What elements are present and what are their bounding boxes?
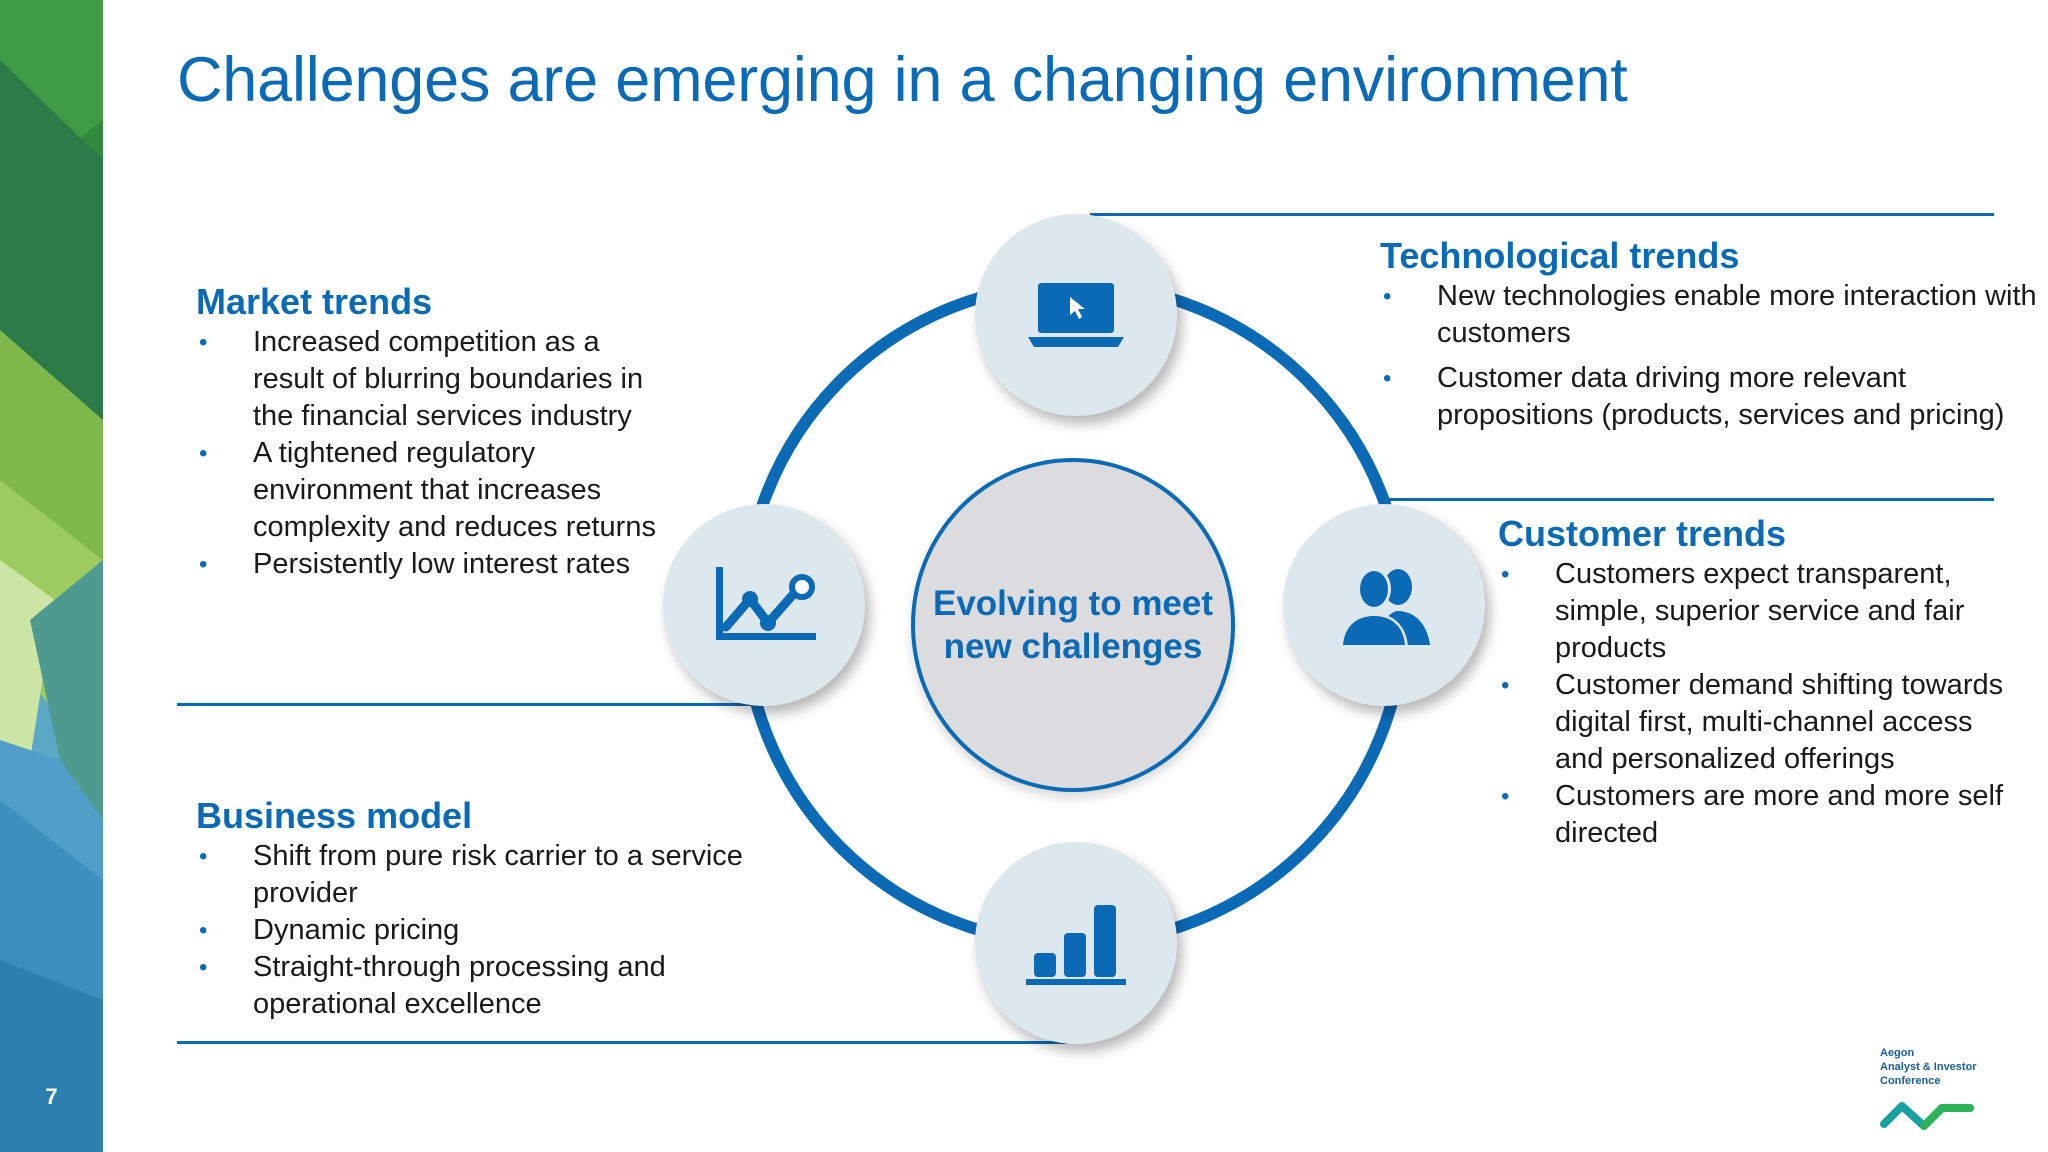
page-title: Challenges are emerging in a changing en… [177,45,1628,115]
technological-trends-list: New technologies enable more interaction… [1380,278,2040,434]
technological-trends-heading: Technological trends [1380,235,1740,276]
list-item: Customers expect transparent, simple, su… [1498,556,2018,667]
list-item: New technologies enable more interaction… [1380,278,2040,352]
node-technology [975,214,1177,416]
decorative-side-strip [0,0,103,1152]
list-item: Increased competition as a result of blu… [196,324,666,435]
list-item: A tightened regulatory environment that … [196,435,666,546]
center-circle: Evolving to meet new challenges [911,458,1235,792]
center-label: Evolving to meet new challenges [932,584,1214,666]
slide-number: 7 [45,1084,58,1109]
business-model-heading: Business model [196,795,473,836]
customer-trends-section: Customer trends Customers expect transpa… [1498,512,2018,852]
divider-market-bottom [177,703,757,706]
market-trends-heading: Market trends [196,281,433,322]
laptop-icon [1028,279,1124,351]
divider-technological-top [1090,213,1994,216]
market-trends-section: Market trends Increased competition as a… [196,280,666,583]
business-model-list: Shift from pure risk carrier to a servic… [196,838,796,1023]
node-customer [1283,504,1485,706]
list-item: Customers are more and more self directe… [1498,778,2018,852]
wave-logo-icon [1880,1102,1974,1130]
list-item: Customer data driving more relevant prop… [1380,360,2040,434]
list-item: Shift from pure risk carrier to a servic… [196,838,796,912]
technological-trends-section: Technological trends New technologies en… [1380,234,2040,442]
customer-trends-heading: Customer trends [1498,513,1787,554]
divider-business-bottom [177,1041,1067,1044]
line-chart-icon [712,565,816,645]
list-item: Dynamic pricing [196,912,796,949]
node-business [975,842,1177,1044]
business-model-section: Business model Shift from pure risk carr… [196,794,796,1023]
list-item: Persistently low interest rates [196,546,666,583]
conference-logo: Aegon Analyst & Investor Conference [1880,1046,1990,1134]
node-market [663,504,865,706]
logo-text: Aegon Analyst & Investor Conference [1880,1047,1977,1087]
list-item: Straight-through processing and operatio… [196,949,796,1023]
customer-trends-list: Customers expect transparent, simple, su… [1498,556,2018,852]
people-icon [1336,563,1432,647]
market-trends-list: Increased competition as a result of blu… [196,324,666,583]
list-item: Customer demand shifting towards digital… [1498,667,2018,778]
bar-chart-icon [1026,901,1126,985]
divider-customer-top [1380,498,1994,501]
